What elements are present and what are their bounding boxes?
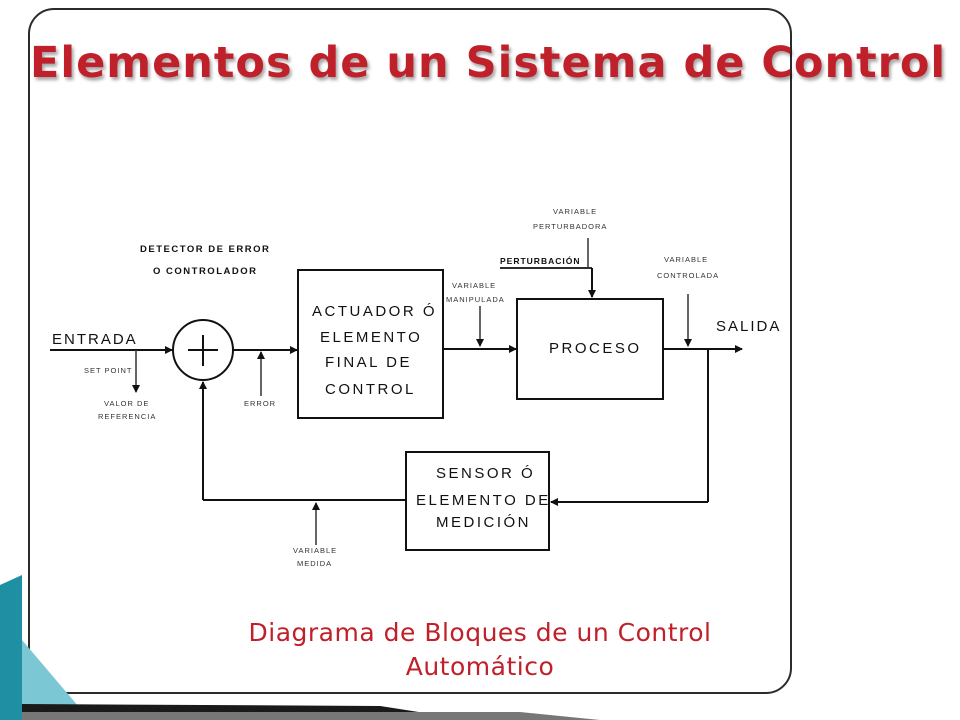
process-text: PROCESO: [549, 340, 642, 357]
var-manipulada-line2: MANIPULADA: [446, 295, 505, 304]
caption-line2: Automático: [405, 652, 555, 681]
perturbacion-label: PERTURBACIÓN: [500, 255, 580, 266]
sensor-text-line1: SENSOR Ó: [436, 465, 535, 482]
sensor-text-line3: MEDICIÓN: [436, 514, 531, 531]
actuator-text-line4: CONTROL: [325, 381, 416, 398]
slide-title: Elementos de un Sistema de Control: [30, 38, 947, 88]
valor-referencia-line1: VALOR DE: [104, 399, 149, 408]
salida-label: SALIDA: [716, 318, 781, 335]
error-label: ERROR: [244, 399, 276, 408]
actuator-text-line1: ACTUADOR Ó: [312, 303, 437, 320]
sensor-text-line2: ELEMENTO DE: [416, 492, 551, 509]
var-manipulada-line1: VARIABLE: [452, 281, 496, 290]
diagram-caption: Diagrama de Bloques de un Control Automá…: [180, 616, 780, 684]
sensor-block: [405, 451, 550, 551]
actuator-text-line3: FINAL DE: [325, 354, 412, 371]
process-block: [516, 298, 664, 400]
set-point-label: SET POINT: [84, 366, 132, 375]
var-perturbadora-line1: VARIABLE: [553, 207, 597, 216]
var-perturbadora-line2: PERTURBADORA: [533, 222, 607, 231]
caption-line1: Diagrama de Bloques de un Control: [248, 618, 712, 647]
var-medida-line2: MEDIDA: [297, 559, 332, 568]
detector-label-line1: DETECTOR DE ERROR: [140, 244, 270, 255]
var-medida-line1: VARIABLE: [293, 546, 337, 555]
valor-referencia-line2: REFERENCIA: [98, 412, 156, 421]
var-controlada-line1: VARIABLE: [664, 255, 708, 264]
entrada-label: ENTRADA: [52, 331, 138, 348]
actuator-text-line2: ELEMENTO: [320, 329, 422, 346]
actuator-block: [297, 269, 444, 419]
var-controlada-line2: CONTROLADA: [657, 271, 719, 280]
detector-label-line2: O CONTROLADOR: [153, 266, 257, 277]
